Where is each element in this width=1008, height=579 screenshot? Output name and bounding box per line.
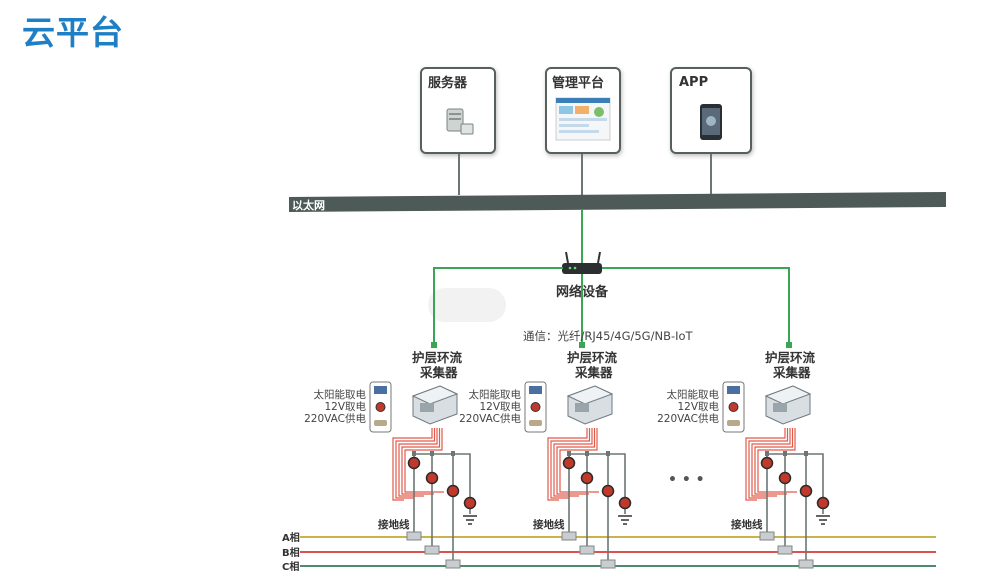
ct-icon (816, 496, 830, 510)
terminal-block (424, 545, 440, 555)
power-source-label: 12V取电 (479, 400, 521, 413)
ct-icon (375, 402, 386, 412)
ct-icon (799, 484, 813, 498)
solar-icon (374, 386, 387, 394)
collector-name-line2: 采集器 (419, 365, 458, 380)
ground-label: 接地线 (378, 518, 410, 531)
platform-label: 管理平台 (552, 75, 604, 91)
page-title: 云平台 (22, 13, 124, 52)
terminal-block (445, 559, 461, 569)
server-card: 服务器 (420, 67, 496, 154)
terminal-block (798, 559, 814, 569)
plug-icon (727, 420, 740, 426)
ct-icon (580, 471, 594, 485)
dashboard-icon (555, 97, 611, 141)
collector-box-icon (411, 385, 459, 425)
ground-icon (463, 515, 477, 525)
more-units-ellipsis: • • • (668, 472, 705, 488)
platform-card: 管理平台 (545, 67, 621, 154)
phase-a-label: A相 (282, 531, 300, 544)
ct-icon (601, 484, 615, 498)
ct-icon (530, 402, 541, 412)
ct-icon (728, 402, 739, 412)
plug-icon (374, 420, 387, 426)
ground-label: 接地线 (731, 518, 763, 531)
collector-name-line1: 护层环流 (567, 350, 618, 365)
ethernet-bus: 以太网 (289, 192, 946, 212)
terminal-block (561, 531, 577, 541)
power-source-label: 220VAC供电 (304, 412, 366, 425)
server-label: 服务器 (428, 75, 468, 91)
server-icon (446, 108, 474, 135)
power-source-label: 太阳能取电 (314, 388, 367, 401)
ct-icon (562, 456, 576, 470)
app-card: APP (670, 67, 752, 154)
power-source-label: 12V取电 (324, 400, 366, 413)
terminal-block (759, 531, 775, 541)
phone-icon (700, 104, 722, 140)
ct-icon (425, 471, 439, 485)
phase-lines: A相 B相 C相 (282, 531, 936, 573)
ground-icon (816, 515, 830, 525)
ct-icon (463, 496, 477, 510)
power-icons (722, 381, 745, 433)
solar-icon (529, 386, 542, 394)
app-label: APP (679, 75, 708, 90)
plug-icon (529, 420, 542, 426)
power-icons (369, 381, 392, 433)
ground-label: 接地线 (533, 518, 565, 531)
terminal-block (579, 545, 595, 555)
terminal-block (406, 531, 422, 541)
solar-icon (727, 386, 740, 394)
ethernet-label: 以太网 (292, 198, 325, 212)
collector-name-line1: 护层环流 (765, 350, 816, 365)
power-source-label: 太阳能取电 (469, 388, 522, 401)
collector-name-line2: 采集器 (772, 365, 811, 380)
terminal-block (777, 545, 793, 555)
phase-c-label: C相 (282, 560, 299, 573)
ground-icon (618, 515, 632, 525)
ct-icon (446, 484, 460, 498)
comm-label: 通信：光纤/RJ45/4G/5G/NB-IoT (523, 329, 694, 343)
blur-placeholder (428, 288, 506, 322)
router-icon (562, 251, 602, 274)
ct-icon (618, 496, 632, 510)
ct-icon (778, 471, 792, 485)
collector-name-line1: 护层环流 (412, 350, 463, 365)
power-icons (524, 381, 547, 433)
power-source-label: 220VAC供电 (459, 412, 521, 425)
power-source-label: 太阳能取电 (667, 388, 720, 401)
power-source-label: 220VAC供电 (657, 412, 719, 425)
power-source-label: 12V取电 (677, 400, 719, 413)
ct-icon (407, 456, 421, 470)
phase-b-label: B相 (282, 546, 300, 559)
collector-box-icon (764, 385, 812, 425)
terminal-block (600, 559, 616, 569)
collector-box-icon (566, 385, 614, 425)
collector-name-line2: 采集器 (574, 365, 613, 380)
ct-icon (760, 456, 774, 470)
